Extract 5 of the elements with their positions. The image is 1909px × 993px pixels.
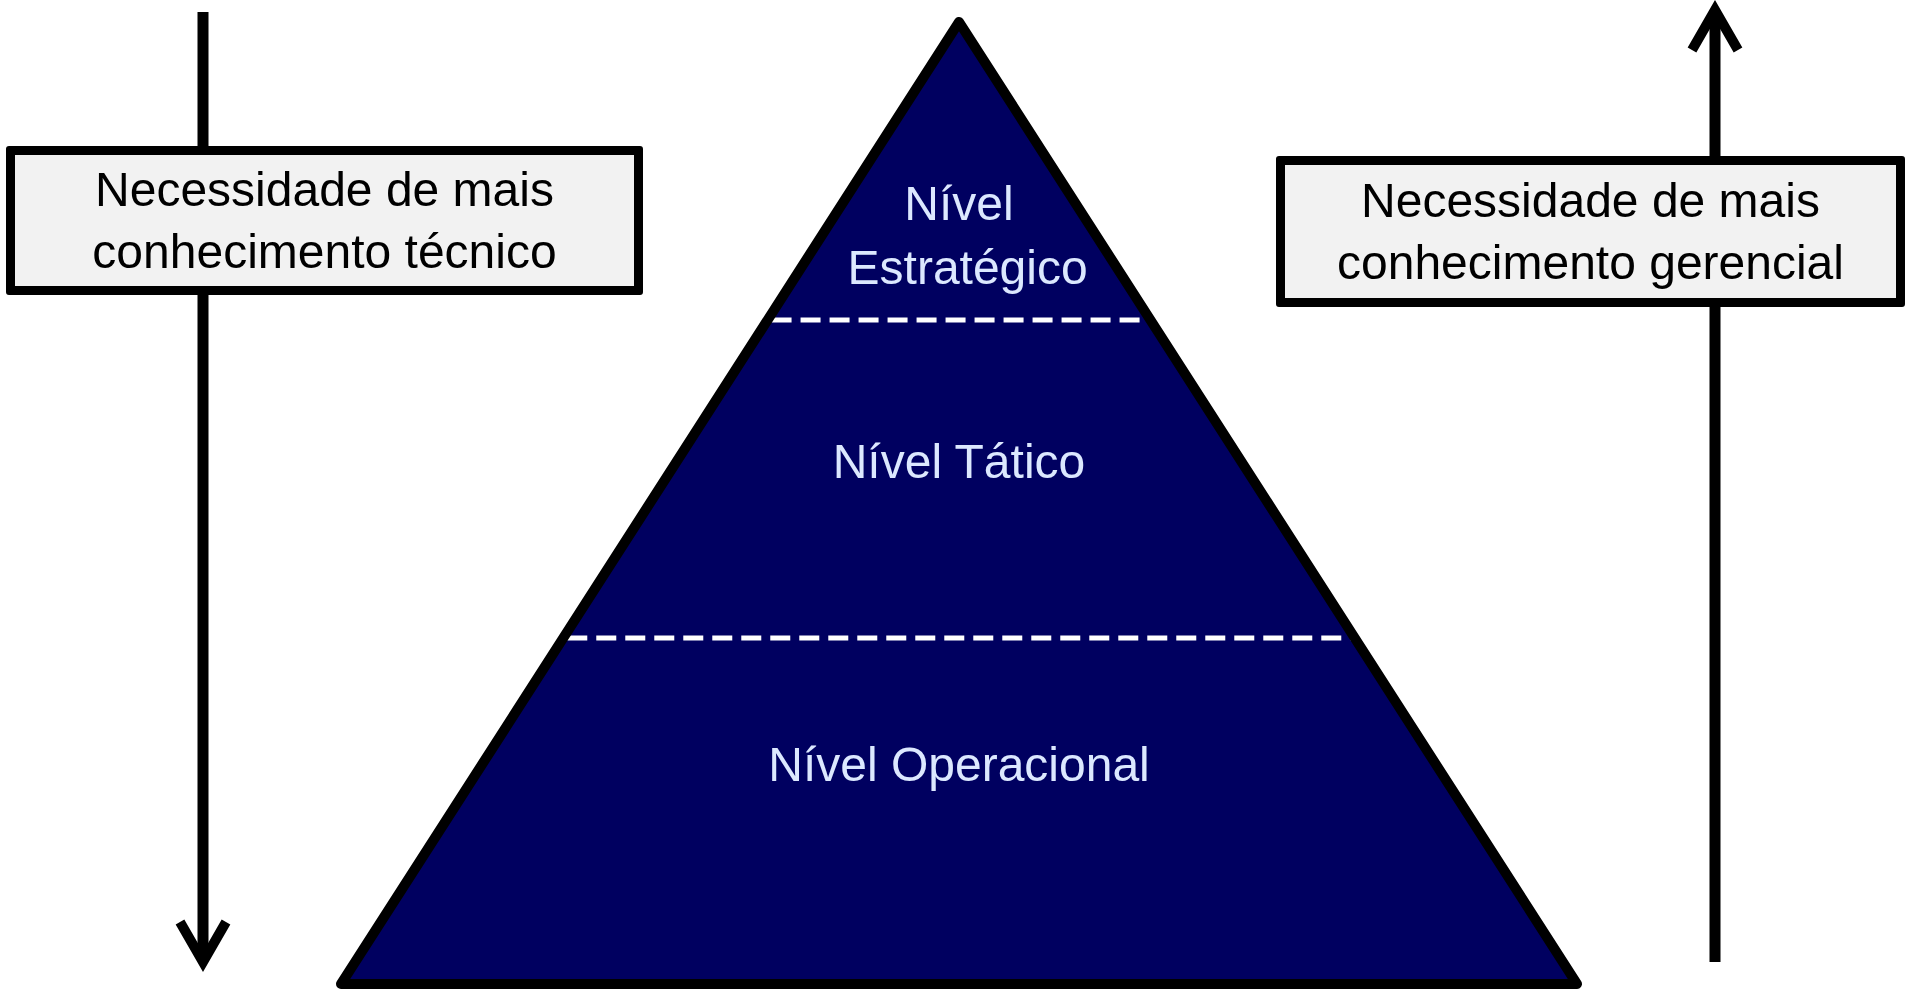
text-box: Necessidade de mais conhecimento gerencial [1276, 156, 1905, 307]
level-label: Nível Estratégico [846, 176, 1089, 296]
level-label: Nível Tático [831, 434, 1087, 490]
level-label: Nível Operacional [767, 737, 1151, 793]
text-box: Necessidade de mais conhecimento técnico [6, 146, 643, 295]
